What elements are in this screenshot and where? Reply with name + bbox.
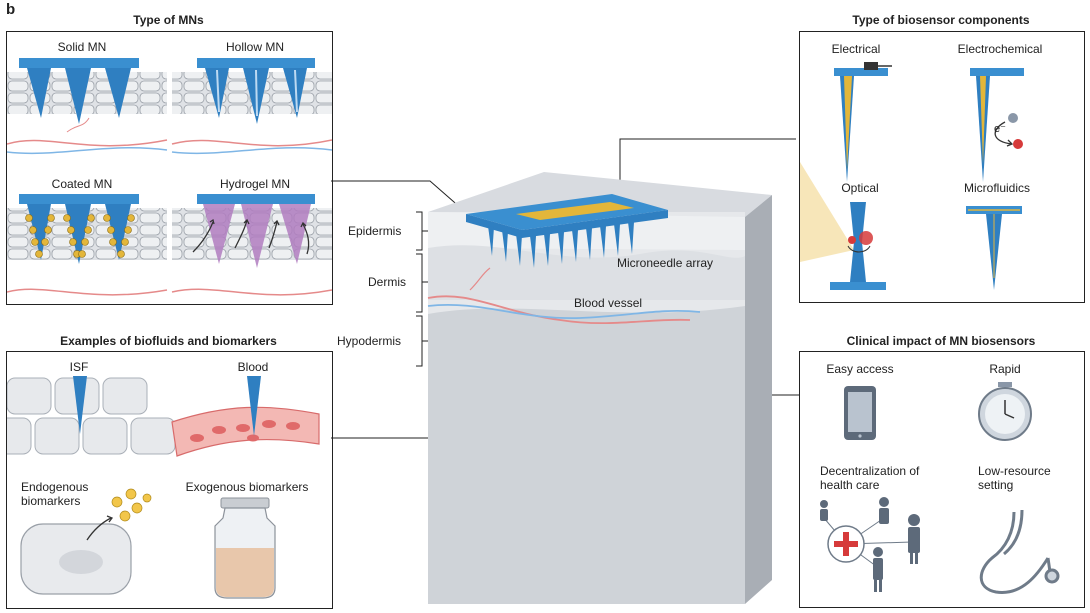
impact-illustration — [820, 382, 1060, 594]
impact-label-decentralization: Decentralization of health care — [820, 464, 920, 492]
impact-label-low-resource: Low-resource setting — [978, 464, 1051, 492]
mn-type-label-coated: Coated MN — [51, 177, 113, 191]
biomarker-label-endogenous: Endogenous biomarkers — [21, 480, 89, 508]
sensors-panel: Electrical Electrochemical Optical Micro… — [799, 31, 1085, 303]
sensor-label-microfluidics: Microfluidics — [963, 181, 1031, 195]
mn-types-illustration — [7, 58, 332, 296]
sensor-label-optical: Optical — [841, 181, 879, 195]
mn-type-label-hollow: Hollow MN — [225, 40, 285, 54]
impact-label-rapid: Rapid — [989, 362, 1021, 376]
sensors-illustration — [800, 62, 1024, 290]
mn-types-title: Type of MNs — [133, 13, 204, 27]
sensor-label-electrical: Electrical — [831, 42, 881, 56]
mn-type-label-solid: Solid MN — [57, 40, 107, 54]
impact-label-easy-access: Easy access — [826, 362, 894, 376]
biofluids-illustration — [7, 376, 320, 599]
people-network-icon — [820, 497, 920, 592]
stethoscope-icon — [979, 509, 1060, 594]
mn-types-panel: Solid MN Hollow MN Coated MN Hydrogel MN — [6, 31, 333, 305]
biofluid-label-blood: Blood — [237, 360, 269, 374]
sensor-label-electrochemical: Electrochemical — [957, 42, 1043, 56]
biofluids-panel: ISF Blood Endogenous biomarkers Exogenou… — [6, 351, 333, 609]
biofluid-label-isf: ISF — [69, 360, 89, 374]
impact-title: Clinical impact of MN biosensors — [846, 334, 1036, 348]
electron-symbol: e⁻ — [994, 123, 1006, 135]
skin-layer-epidermis: Epidermis — [348, 224, 402, 238]
skin-layer-hypodermis: Hypodermis — [337, 334, 402, 348]
figure-letter: b — [6, 1, 16, 18]
microneedle-array-label: Microneedle array — [617, 256, 714, 270]
impact-panel: Easy access Rapid Decentralization of he… — [799, 351, 1085, 608]
sensors-title: Type of biosensor components — [852, 13, 1030, 27]
stopwatch-icon — [978, 382, 1032, 441]
biomarker-label-exogenous: Exogenous biomarkers — [185, 480, 309, 494]
phone-icon — [844, 386, 876, 440]
skin-layer-dermis: Dermis — [368, 275, 406, 289]
blood-vessel-label: Blood vessel — [574, 296, 643, 310]
biofluids-title: Examples of biofluids and biomarkers — [60, 334, 277, 348]
mn-type-label-hydrogel: Hydrogel MN — [219, 177, 291, 191]
